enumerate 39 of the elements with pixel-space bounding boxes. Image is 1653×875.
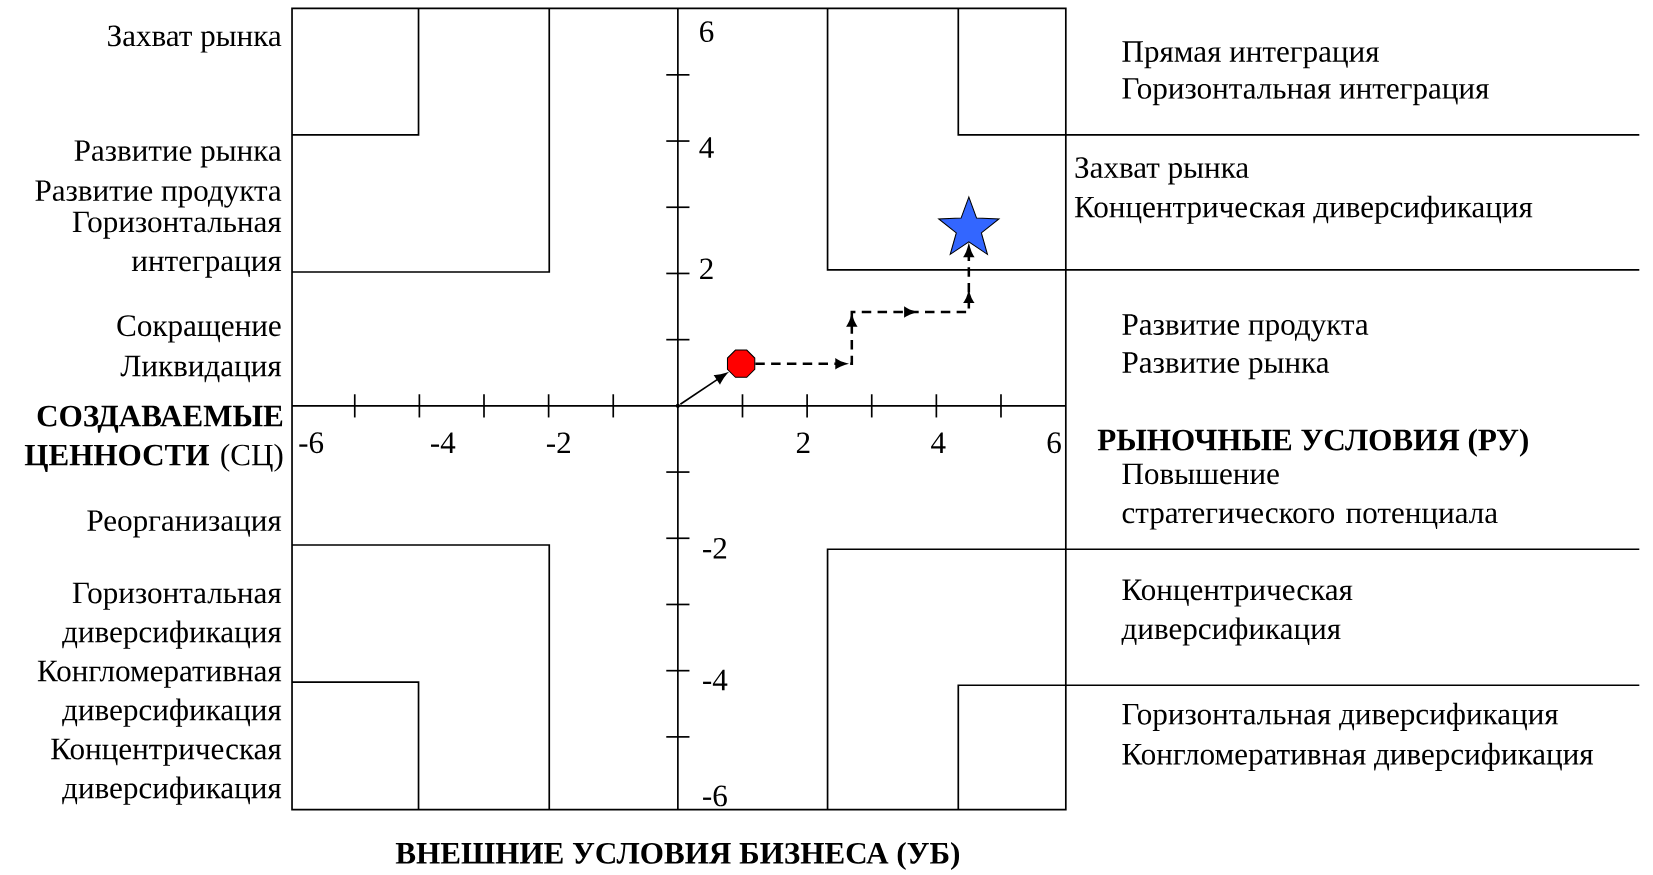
strategy-label: Конгломеративная диверсификация xyxy=(1122,742,1593,771)
strategy-label: Реорганизация xyxy=(87,510,282,538)
tick-label: 4 xyxy=(931,432,946,453)
arrow xyxy=(755,246,974,369)
strategy-label: Развитие продукта xyxy=(1122,314,1369,342)
strategy-label: Горизонтальная диверсификация xyxy=(1122,702,1559,731)
tick-label: -2 xyxy=(703,537,727,559)
strategy-label: Развитие рынка xyxy=(1122,352,1330,380)
tick-label: -2 xyxy=(546,432,570,454)
strategy-label: Конгломеративная диверсификация xyxy=(37,660,282,727)
axis-title: СОЗДАВАЕМЫЕ ЦЕННОСТИ (СЦ) xyxy=(24,405,283,472)
strategy-label: Развитие рынка xyxy=(74,140,282,168)
arrow xyxy=(679,372,728,406)
axis-title: РЫНОЧНЫЕ УСЛОВИЯ (РУ) xyxy=(1097,428,1528,457)
strategy-label: Ликвидация xyxy=(120,355,282,383)
strategy-label: Захват рынка xyxy=(1075,157,1249,185)
tick-label: 2 xyxy=(796,432,810,454)
tick-label: -6 xyxy=(299,432,324,454)
tick-label: 6 xyxy=(700,21,714,43)
tick-label: 4 xyxy=(699,137,714,158)
strategy-label: Сокращение xyxy=(117,315,281,343)
origin-point xyxy=(675,403,680,408)
tick-label: -6 xyxy=(703,785,727,807)
strategy-label: Горизонтальная интеграция xyxy=(1122,78,1489,106)
tick-label: 6 xyxy=(1047,432,1061,454)
strategy-label: Горизонтальная интеграция xyxy=(72,211,282,278)
strategy-label: Горизонтальная диверсификация xyxy=(62,582,282,649)
strategy-label: Развитие продукта xyxy=(35,180,282,208)
tick-label: -4 xyxy=(703,669,728,691)
tick-label: 2 xyxy=(700,258,713,280)
octagon-marker xyxy=(726,349,756,378)
strategy-label: Концентрическая диверсификация xyxy=(1074,195,1533,224)
strategy-label: Прямая интеграция xyxy=(1122,41,1379,69)
axis-title: ВНЕШНИЕ УСЛОВИЯ БИЗНЕСА (УБ) xyxy=(395,841,960,871)
strategy-label: Повышение стратегического потенциала xyxy=(1122,463,1498,530)
strategy-label: Концентрическая диверсификация xyxy=(1121,579,1353,646)
tick-label: -4 xyxy=(431,432,456,453)
strategy-label: Захват рынка xyxy=(108,25,282,53)
strategy-label: Концентрическая диверсификация xyxy=(51,738,282,805)
